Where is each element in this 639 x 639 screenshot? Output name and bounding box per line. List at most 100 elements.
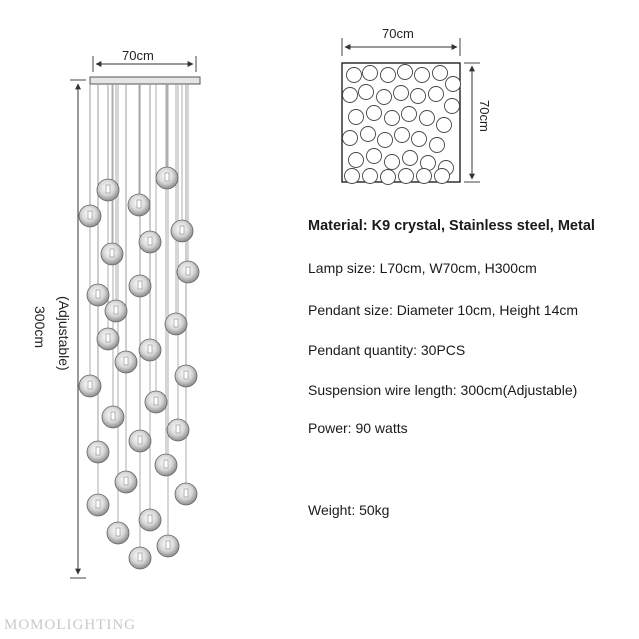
spec-wire-length-label: Suspension wire length: bbox=[308, 382, 457, 398]
top-view-pendant-circle bbox=[411, 131, 427, 147]
crystal-pendant bbox=[96, 178, 120, 202]
top-view-pendant-circle bbox=[416, 168, 432, 184]
spec-power-label: Power: bbox=[308, 420, 352, 436]
top-view-pendant-circle bbox=[384, 154, 400, 170]
crystal-pendant bbox=[144, 390, 168, 414]
crystal-pendant bbox=[127, 193, 151, 217]
crystal-pendant bbox=[128, 274, 152, 298]
spec-pendant-size-value: Diameter 10cm, Height 14cm bbox=[392, 302, 579, 318]
watermark-logo: MOMOLIGHTING bbox=[4, 617, 136, 633]
top-view-pendant-circle bbox=[394, 127, 410, 143]
top-width-label: 70cm bbox=[382, 26, 414, 41]
spec-material-label: Material: bbox=[308, 218, 368, 234]
ceiling-canopy bbox=[89, 76, 201, 85]
top-view-width-dimension bbox=[341, 38, 461, 56]
left-height-note: (Adjustable) bbox=[56, 296, 72, 371]
spec-pendant-quantity-label: Pendant quantity: bbox=[308, 342, 417, 358]
top-view-pendant-circle bbox=[344, 168, 360, 184]
top-view-pendant-circle bbox=[419, 110, 435, 126]
top-view-pendant-circle bbox=[362, 168, 378, 184]
top-view-pendant-circle bbox=[348, 109, 364, 125]
spec-pendant-size: Pendant size: Diameter 10cm, Height 14cm bbox=[308, 302, 578, 318]
crystal-pendant bbox=[86, 440, 110, 464]
top-view-pendant-circle bbox=[436, 117, 452, 133]
top-view-pendant-circle bbox=[380, 67, 396, 83]
spec-wire-length-value: 300cm(Adjustable) bbox=[456, 382, 578, 398]
top-view-pendant-circle bbox=[377, 132, 393, 148]
top-view-pendant-circle bbox=[366, 105, 382, 121]
crystal-pendant bbox=[114, 470, 138, 494]
crystal-pendant bbox=[104, 299, 128, 323]
spec-wire-length: Suspension wire length: 300cm(Adjustable… bbox=[308, 382, 577, 398]
top-view-pendant-circle bbox=[432, 65, 448, 81]
crystal-pendant bbox=[128, 429, 152, 453]
crystal-pendant bbox=[174, 482, 198, 506]
top-view-pendant-circle bbox=[393, 85, 409, 101]
spec-weight-value: 50kg bbox=[355, 502, 390, 518]
crystal-pendant bbox=[155, 166, 179, 190]
crystal-pendant bbox=[101, 405, 125, 429]
crystal-pendant bbox=[166, 418, 190, 442]
crystal-pendant bbox=[78, 204, 102, 228]
top-view-pendant-circle bbox=[376, 89, 392, 105]
crystal-pendant bbox=[174, 364, 198, 388]
crystal-pendant bbox=[114, 350, 138, 374]
top-view-height-dimension bbox=[464, 62, 480, 183]
spec-lamp-size: Lamp size: L70cm, W70cm, H300cm bbox=[308, 260, 537, 276]
top-view-pendant-circle bbox=[429, 137, 445, 153]
left-width-dimension bbox=[92, 56, 197, 72]
top-view-pendant-circle bbox=[346, 67, 362, 83]
top-view-pendant-circle bbox=[366, 148, 382, 164]
spec-pendant-quantity-value: 30PCS bbox=[416, 342, 466, 358]
pendant-group bbox=[78, 166, 200, 570]
crystal-pendant bbox=[96, 327, 120, 351]
crystal-pendant bbox=[138, 338, 162, 362]
top-view-pendant-circle bbox=[434, 168, 450, 184]
left-width-label: 70cm bbox=[122, 48, 154, 63]
top-view-pendant-circle bbox=[358, 84, 374, 100]
spec-weight: Weight: 50kg bbox=[308, 502, 389, 518]
top-view-pendant-circle bbox=[414, 67, 430, 83]
spec-pendant-size-label: Pendant size: bbox=[308, 302, 393, 318]
top-view-pendant-circle bbox=[402, 150, 418, 166]
top-view-pendant-circle bbox=[362, 65, 378, 81]
top-view-pendant-circle bbox=[410, 88, 426, 104]
top-view-pendant-circle bbox=[445, 76, 461, 92]
top-view-pendant-circle bbox=[384, 110, 400, 126]
crystal-pendant bbox=[106, 521, 130, 545]
crystal-pendant bbox=[138, 508, 162, 532]
crystal-pendant bbox=[170, 219, 194, 243]
top-view-pendant-circle bbox=[401, 106, 417, 122]
top-view-pendant-circle bbox=[342, 87, 358, 103]
crystal-pendant bbox=[154, 453, 178, 477]
top-view-pendant-circle bbox=[444, 98, 460, 114]
crystal-pendant bbox=[176, 260, 200, 284]
spec-material-value: K9 crystal, Stainless steel, Metal bbox=[367, 218, 595, 234]
top-view-pendant-circle bbox=[342, 130, 358, 146]
crystal-pendant bbox=[138, 230, 162, 254]
crystal-pendant bbox=[128, 546, 152, 570]
top-view-pendant-circle bbox=[348, 152, 364, 168]
spec-pendant-quantity: Pendant quantity: 30PCS bbox=[308, 342, 465, 358]
left-height-dimension bbox=[70, 79, 86, 579]
top-height-label: 70cm bbox=[477, 100, 492, 132]
left-height-label: 300cm bbox=[32, 306, 48, 349]
top-view-pendant-circle bbox=[397, 64, 413, 80]
spec-power-value: 90 watts bbox=[351, 420, 408, 436]
top-view-pendant-circle bbox=[360, 126, 376, 142]
spec-lamp-size-value: L70cm, W70cm, H300cm bbox=[375, 260, 537, 276]
top-view-pendant-circle bbox=[380, 169, 396, 185]
crystal-pendant bbox=[86, 493, 110, 517]
spec-lamp-size-label: Lamp size: bbox=[308, 260, 376, 276]
spec-power: Power: 90 watts bbox=[308, 420, 408, 436]
crystal-pendant bbox=[78, 374, 102, 398]
top-view-pendant-circles bbox=[342, 64, 461, 185]
crystal-pendant bbox=[100, 242, 124, 266]
crystal-pendant bbox=[164, 312, 188, 336]
crystal-pendant bbox=[156, 534, 180, 558]
spec-material: Material: K9 crystal, Stainless steel, M… bbox=[308, 218, 595, 234]
top-view-pendant-circle bbox=[398, 168, 414, 184]
crystal-pendant bbox=[86, 283, 110, 307]
top-view-pendant-circle bbox=[428, 86, 444, 102]
